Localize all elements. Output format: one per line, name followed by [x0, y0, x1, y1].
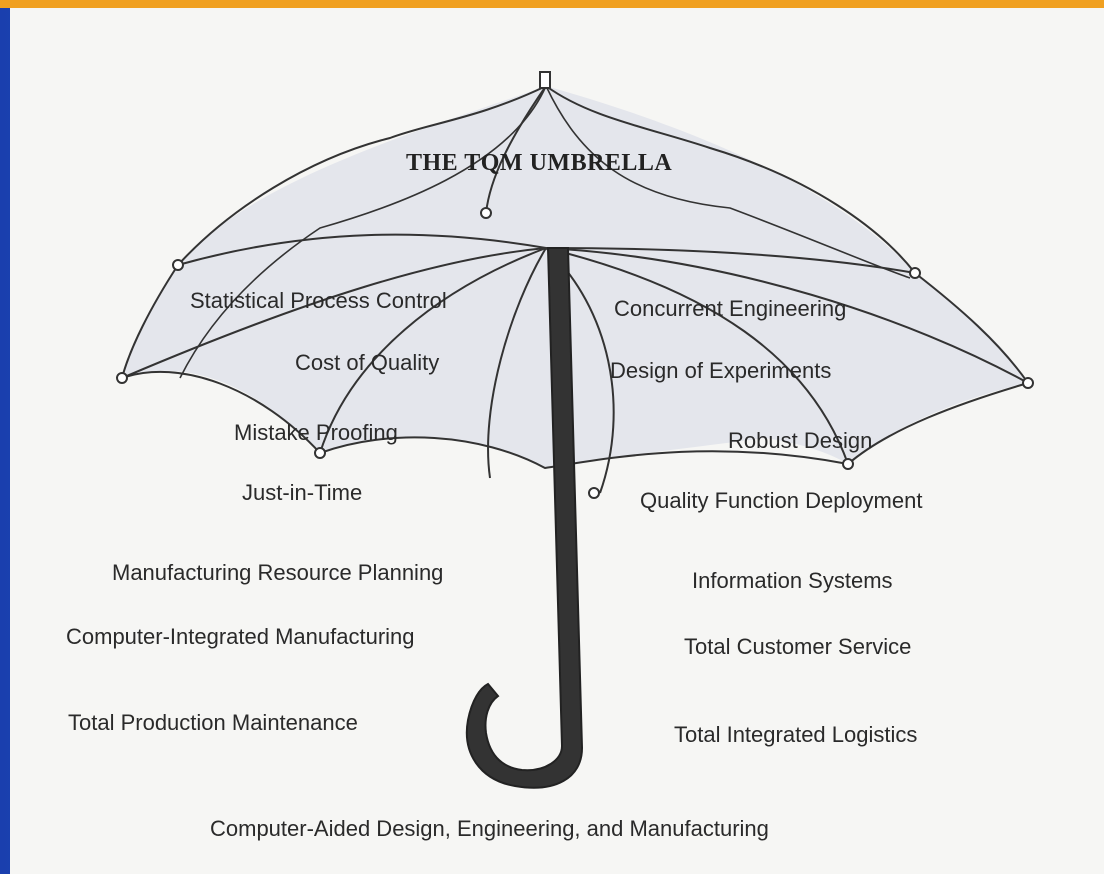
- label-quality-function-deployment: Quality Function Deployment: [640, 488, 923, 513]
- label-total-customer-service: Total Customer Service: [684, 634, 912, 659]
- umbrella-diagram: THE TQM UMBRELLA Statistical Process Con…: [10, 8, 1104, 874]
- label-cost-of-quality: Cost of Quality: [295, 350, 440, 375]
- label-statistical-process-control: Statistical Process Control: [190, 288, 447, 313]
- rib-tip: [1022, 377, 1034, 389]
- umbrella-tip: [539, 71, 551, 89]
- rib-1: [177, 233, 547, 266]
- label-total-production-maintenance: Total Production Maintenance: [68, 710, 358, 735]
- label-mistake-proofing: Mistake Proofing: [234, 420, 398, 445]
- canopy-top-left: [121, 85, 547, 379]
- label-concurrent-engineering: Concurrent Engineering: [614, 296, 847, 321]
- rib-tip: [480, 207, 492, 219]
- label-manufacturing-resource-planning: Manufacturing Resource Planning: [112, 560, 444, 585]
- umbrella-shaft: [465, 247, 584, 789]
- rib-tip: [588, 487, 600, 499]
- rib-tip: [172, 259, 184, 271]
- rib-5: [319, 247, 547, 454]
- rib-3: [121, 247, 547, 379]
- canopy-top-right: [545, 85, 1029, 384]
- label-design-of-experiments: Design of Experiments: [610, 358, 832, 383]
- rib-6: [545, 247, 849, 465]
- diagram-title: THE TQM UMBRELLA: [406, 150, 673, 176]
- label-robust-design: Robust Design: [728, 428, 873, 453]
- umbrella-drawing: [116, 71, 1034, 789]
- label-just-in-time: Just-in-Time: [242, 480, 363, 505]
- label-computer-aided-design: Computer-Aided Design, Engineering, and …: [210, 816, 769, 841]
- rib-4: [545, 247, 1029, 384]
- canopy-edge: [121, 370, 1029, 470]
- rib-11: [545, 85, 911, 279]
- rib-9: [485, 85, 547, 214]
- label-total-integrated-logistics: Total Integrated Logistics: [674, 722, 918, 747]
- slide-accent-bar: [0, 0, 1104, 8]
- label-information-systems: Information Systems: [692, 568, 893, 593]
- rib-tip: [116, 372, 128, 384]
- rib-10: [179, 85, 547, 379]
- umbrella-canopy: [122, 86, 1028, 468]
- rib-tip: [314, 447, 326, 459]
- label-computer-integrated-manufacturing: Computer-Integrated Manufacturing: [66, 624, 415, 649]
- rib-7: [487, 247, 547, 479]
- rib-tip: [842, 458, 854, 470]
- rib-tip: [909, 267, 921, 279]
